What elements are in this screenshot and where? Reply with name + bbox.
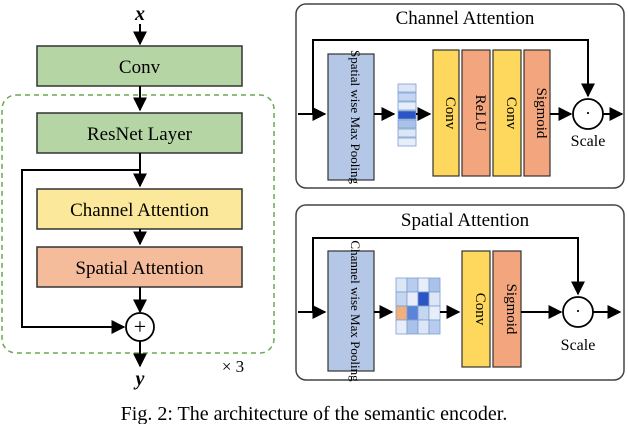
resnet-layer-label: ResNet Layer xyxy=(87,124,193,145)
spatial-sigmoid-label: Sigmoid xyxy=(503,284,519,335)
resnet-layer-block xyxy=(36,112,243,154)
repeat-dashed-group xyxy=(1,94,275,354)
channel-pool-block xyxy=(327,53,375,181)
add-symbol: + xyxy=(134,314,146,339)
channel-relu-block xyxy=(461,49,491,177)
channel-conv2-label: Conv xyxy=(503,97,519,130)
channel-skip-arrow xyxy=(312,39,595,114)
input-x-label: x xyxy=(134,3,145,25)
repeat-count-label: × 3 xyxy=(222,357,244,376)
channel-conv2-block xyxy=(492,49,522,177)
spatial-map xyxy=(395,277,441,335)
spatial-pool-block xyxy=(327,250,375,372)
spatial-conv-label: Conv xyxy=(472,293,488,326)
spatial-sigmoid-block xyxy=(492,250,522,368)
spatial-attention-panel xyxy=(295,204,625,381)
output-y-label: y xyxy=(134,368,145,390)
spatial-scale-label: Scale xyxy=(561,337,596,354)
spatial-scale-dot: · xyxy=(575,301,581,321)
residual-skip-arrow xyxy=(21,169,140,334)
figure-caption: Fig. 2: The architecture of the semantic… xyxy=(121,403,508,424)
spatial-attention-block xyxy=(36,246,243,288)
channel-scale-dot: · xyxy=(585,103,591,123)
spatial-pool-label: Channel wise Max Pooling xyxy=(348,240,363,382)
channel-pool-label: Spatial wise Max Pooling xyxy=(348,50,363,184)
channel-conv1-block xyxy=(432,49,460,177)
spatial-attention-label: Spatial Attention xyxy=(75,258,204,279)
channel-conv1-label: Conv xyxy=(442,97,458,130)
conv-block-label: Conv xyxy=(119,57,161,78)
channel-panel-title: Channel Attention xyxy=(396,8,535,29)
channel-relu-label: ReLU xyxy=(472,95,488,132)
channel-attention-label: Channel Attention xyxy=(70,200,209,221)
channel-vector xyxy=(397,83,417,147)
channel-scale-label: Scale xyxy=(571,133,606,150)
spatial-skip-arrow xyxy=(312,237,585,312)
channel-attention-block xyxy=(36,188,243,230)
channel-sigmoid-label: Sigmoid xyxy=(533,88,549,139)
spatial-conv-block xyxy=(461,250,491,368)
spatial-panel-title: Spatial Attention xyxy=(401,210,530,231)
